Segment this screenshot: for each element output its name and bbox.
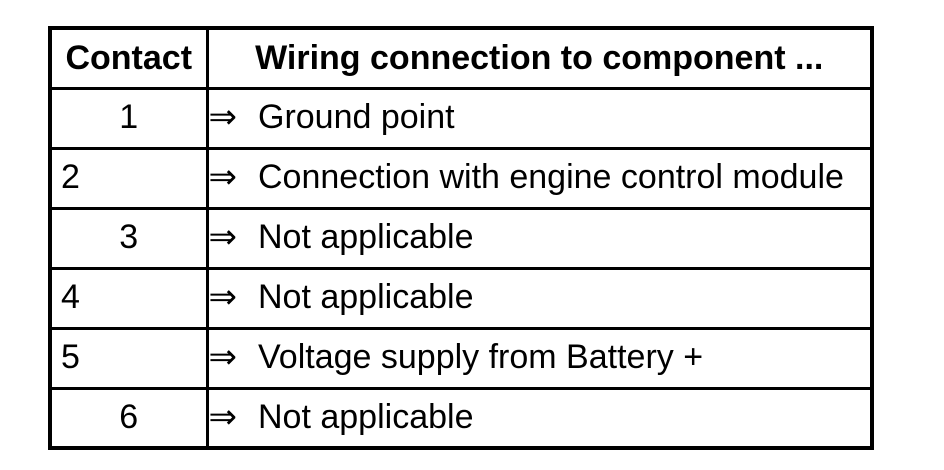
description-text: Ground point xyxy=(258,98,455,137)
table-row: 5 ⇒ Voltage supply from Battery + xyxy=(48,326,874,390)
table-row: 3 ⇒ Not applicable xyxy=(48,206,874,270)
table-row: 6 ⇒ Not applicable xyxy=(48,386,874,450)
double-arrow-icon: ⇒ xyxy=(208,278,237,317)
table-row: 1 ⇒ Ground point xyxy=(48,86,874,150)
description-text: Voltage supply from Battery + xyxy=(258,338,704,377)
wiring-table-container: Contact Wiring connection to component .… xyxy=(48,26,874,450)
description-text: Connection with engine control module xyxy=(258,158,844,197)
double-arrow-icon: ⇒ xyxy=(208,338,237,377)
description-cell: ⇒ Voltage supply from Battery + xyxy=(205,326,874,390)
description-text: Not applicable xyxy=(258,218,474,257)
column-header-wiring-connection: Wiring connection to component ... xyxy=(205,26,874,90)
contact-number-cell: 5 xyxy=(48,326,209,390)
description-cell: ⇒ Not applicable xyxy=(205,266,874,330)
table-row: 4 ⇒ Not applicable xyxy=(48,266,874,330)
double-arrow-icon: ⇒ xyxy=(208,398,237,437)
header-row: Contact Wiring connection to component .… xyxy=(48,26,874,90)
description-text: Not applicable xyxy=(258,278,474,317)
table-row: 2 ⇒ Connection with engine control module xyxy=(48,146,874,210)
description-cell: ⇒ Connection with engine control module xyxy=(205,146,874,210)
contact-number-cell: 4 xyxy=(48,266,209,330)
description-text: Not applicable xyxy=(258,398,474,437)
wiring-connection-table: Contact Wiring connection to component .… xyxy=(48,26,874,450)
table-body: 1 ⇒ Ground point 2 ⇒ Connection with engin… xyxy=(48,86,874,450)
contact-number-cell: 3 xyxy=(48,206,209,270)
double-arrow-icon: ⇒ xyxy=(208,98,237,137)
double-arrow-icon: ⇒ xyxy=(208,158,237,197)
double-arrow-icon: ⇒ xyxy=(208,218,237,257)
contact-number-cell: 2 xyxy=(48,146,209,210)
contact-number-cell: 1 xyxy=(48,86,209,150)
table-header: Contact Wiring connection to component .… xyxy=(48,26,874,90)
contact-number-cell: 6 xyxy=(48,386,209,450)
description-cell: ⇒ Not applicable xyxy=(205,386,874,450)
description-cell: ⇒ Not applicable xyxy=(205,206,874,270)
description-cell: ⇒ Ground point xyxy=(205,86,874,150)
column-header-contact: Contact xyxy=(48,26,209,90)
